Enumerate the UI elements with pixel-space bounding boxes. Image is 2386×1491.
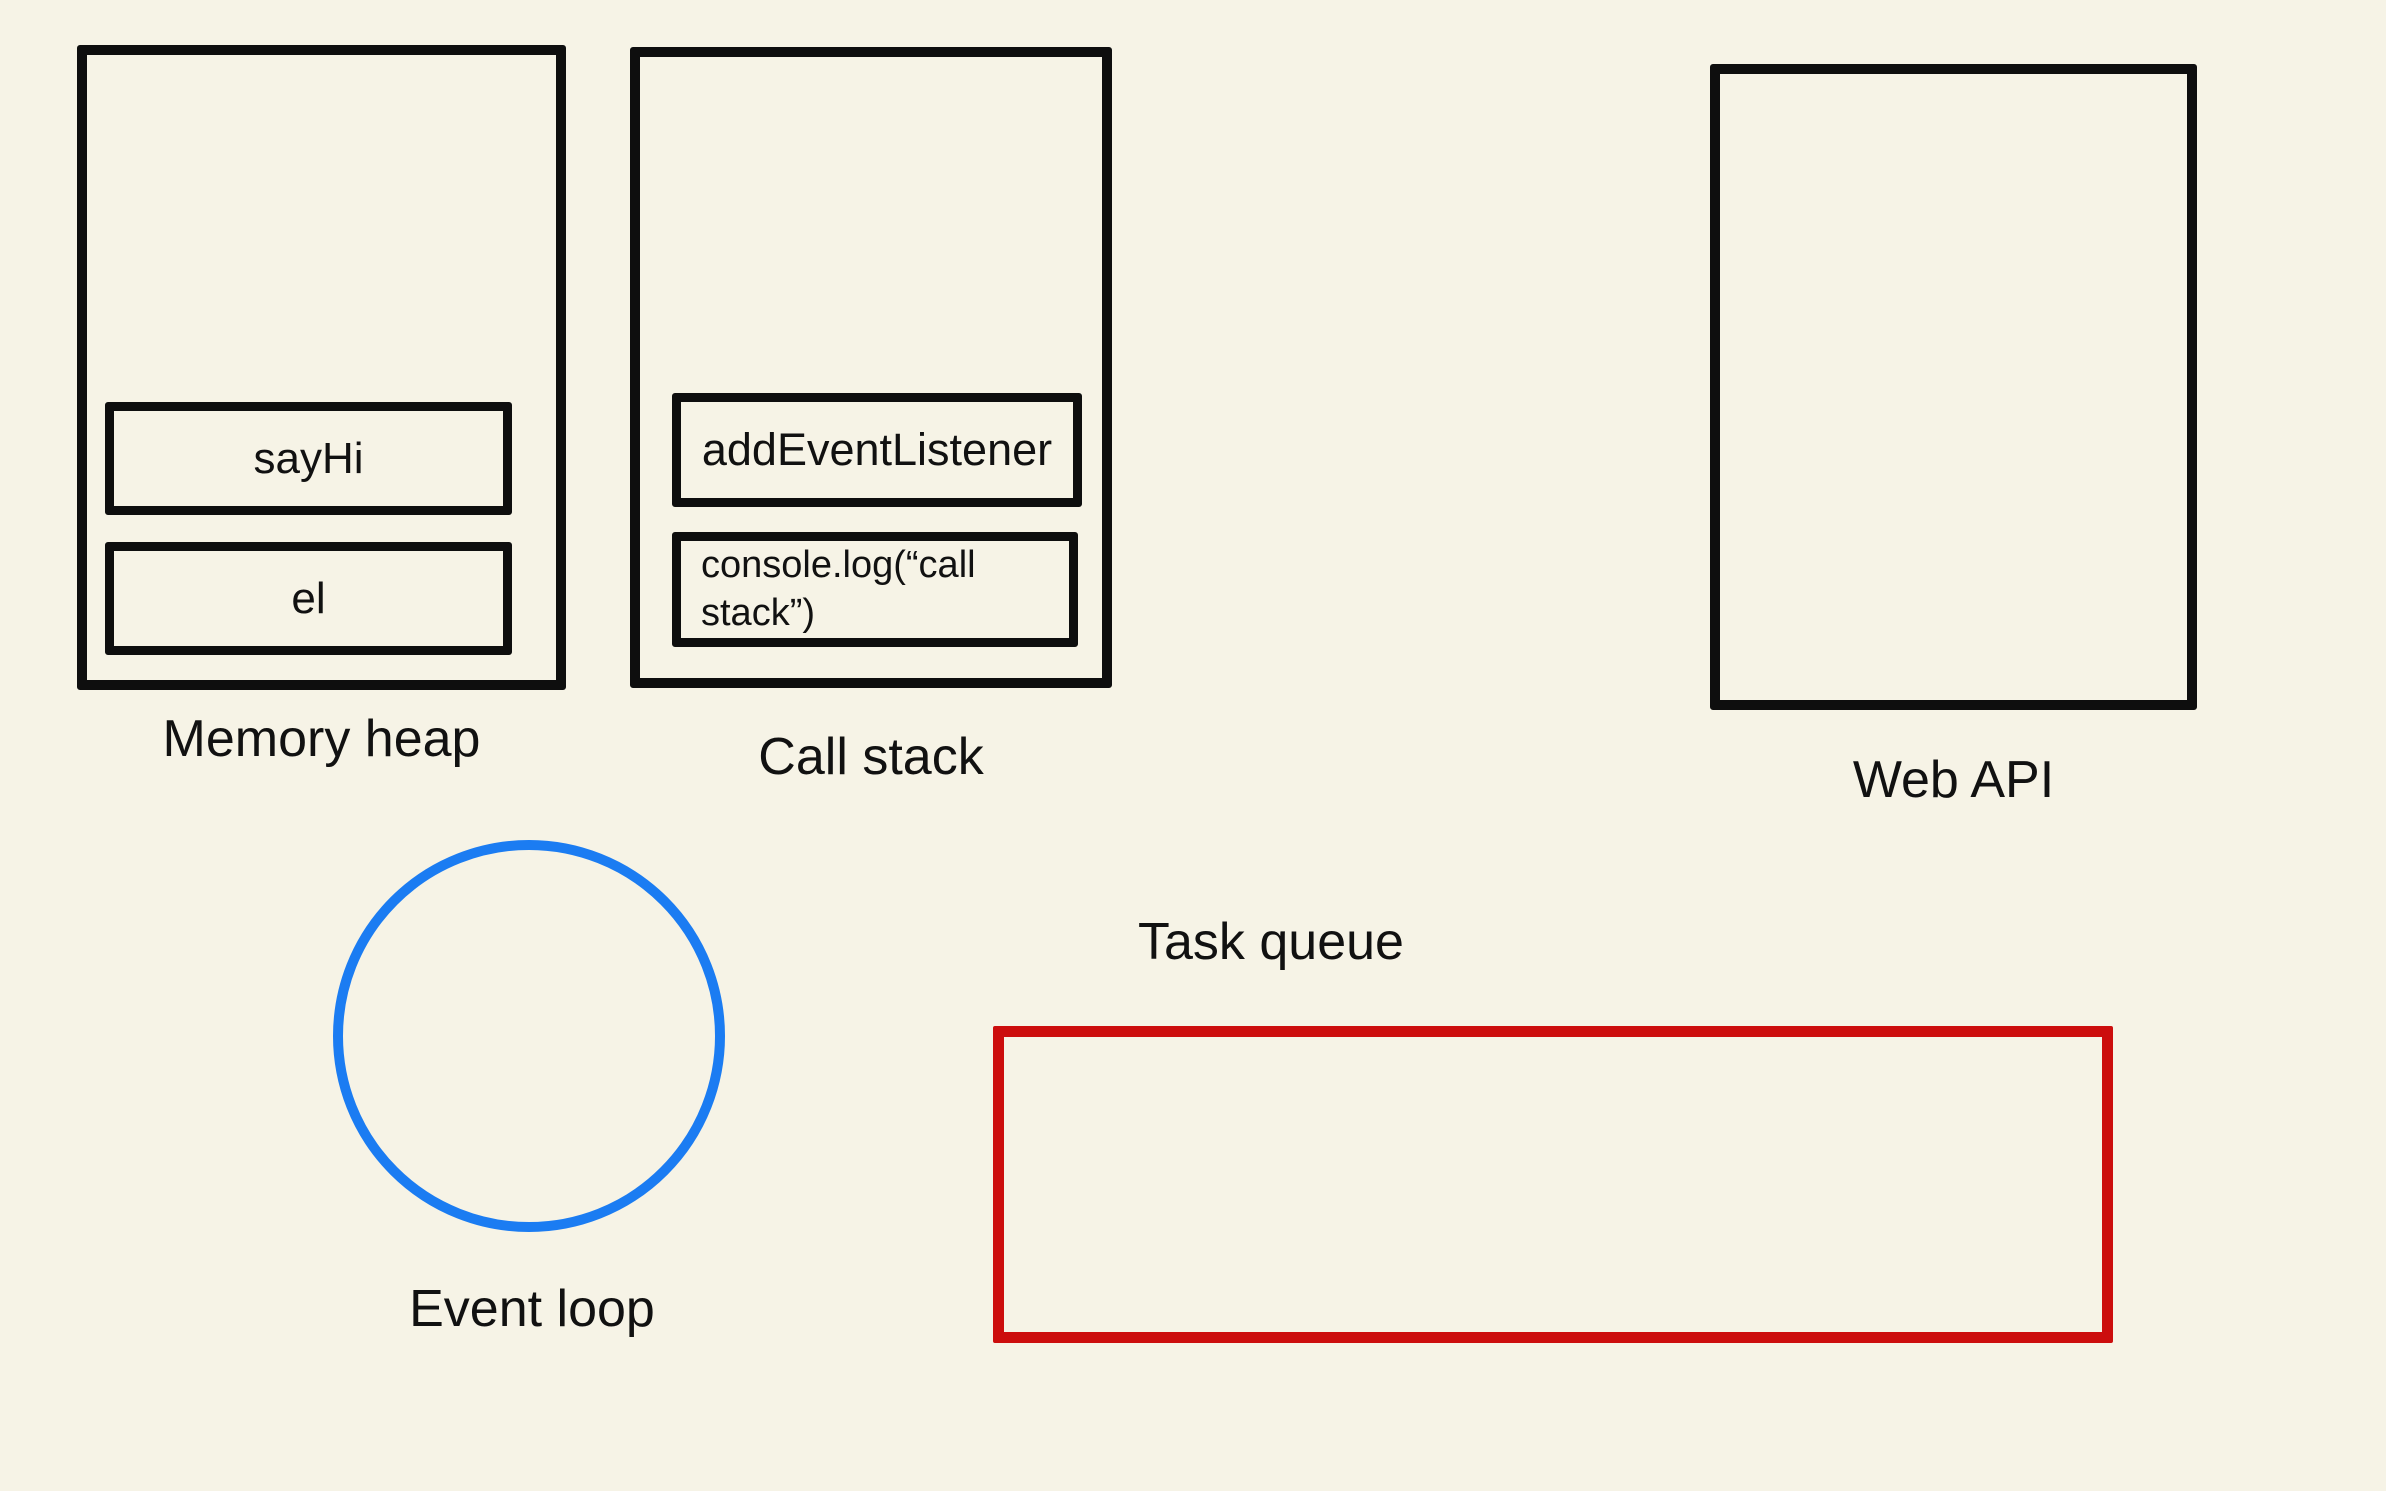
heap-item-el: el [105, 542, 512, 655]
call-stack-label: Call stack [758, 728, 984, 786]
stack-frame-consolelog: console.log(“call stack”) [672, 532, 1078, 647]
stack-frame-consolelog-label: console.log(“call stack”) [701, 544, 976, 634]
event-loop-circle [333, 840, 725, 1232]
heap-item-el-label: el [291, 573, 326, 623]
task-queue-label: Task queue [1138, 913, 1404, 971]
heap-item-sayhi-label: sayHi [253, 433, 364, 483]
web-api-box [1710, 64, 2197, 710]
task-queue-box [993, 1026, 2113, 1343]
web-api-label: Web API [1852, 751, 2055, 809]
memory-heap-box [77, 45, 566, 690]
memory-heap-label: Memory heap [162, 710, 481, 768]
stack-frame-addeventlistener: addEventListener [672, 393, 1082, 507]
event-loop-label: Event loop [409, 1280, 655, 1338]
stack-frame-addeventlistener-label: addEventListener [701, 424, 1053, 475]
heap-item-sayhi: sayHi [105, 402, 512, 515]
call-stack-box [630, 47, 1112, 688]
